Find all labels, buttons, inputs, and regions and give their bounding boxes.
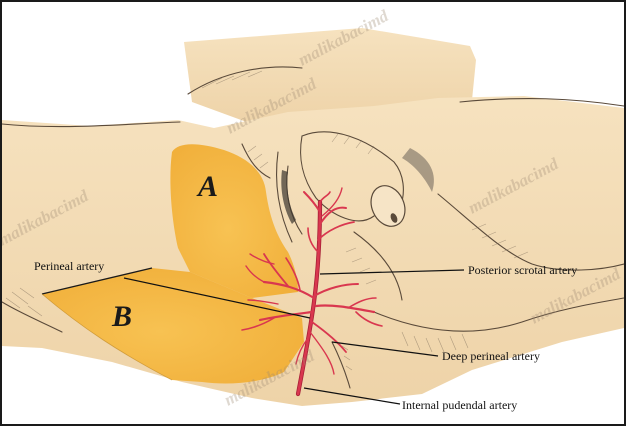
flap-b-label: B <box>111 300 132 333</box>
internal-pudendal-artery-label: Internal pudendal artery <box>402 398 517 412</box>
posterior-scrotal-artery-label: Posterior scrotal artery <box>468 263 577 277</box>
perineal-artery-label: Perineal artery <box>34 259 104 273</box>
flap-a-label: A <box>196 170 218 203</box>
deep-perineal-artery-label: Deep perineal artery <box>442 349 540 363</box>
